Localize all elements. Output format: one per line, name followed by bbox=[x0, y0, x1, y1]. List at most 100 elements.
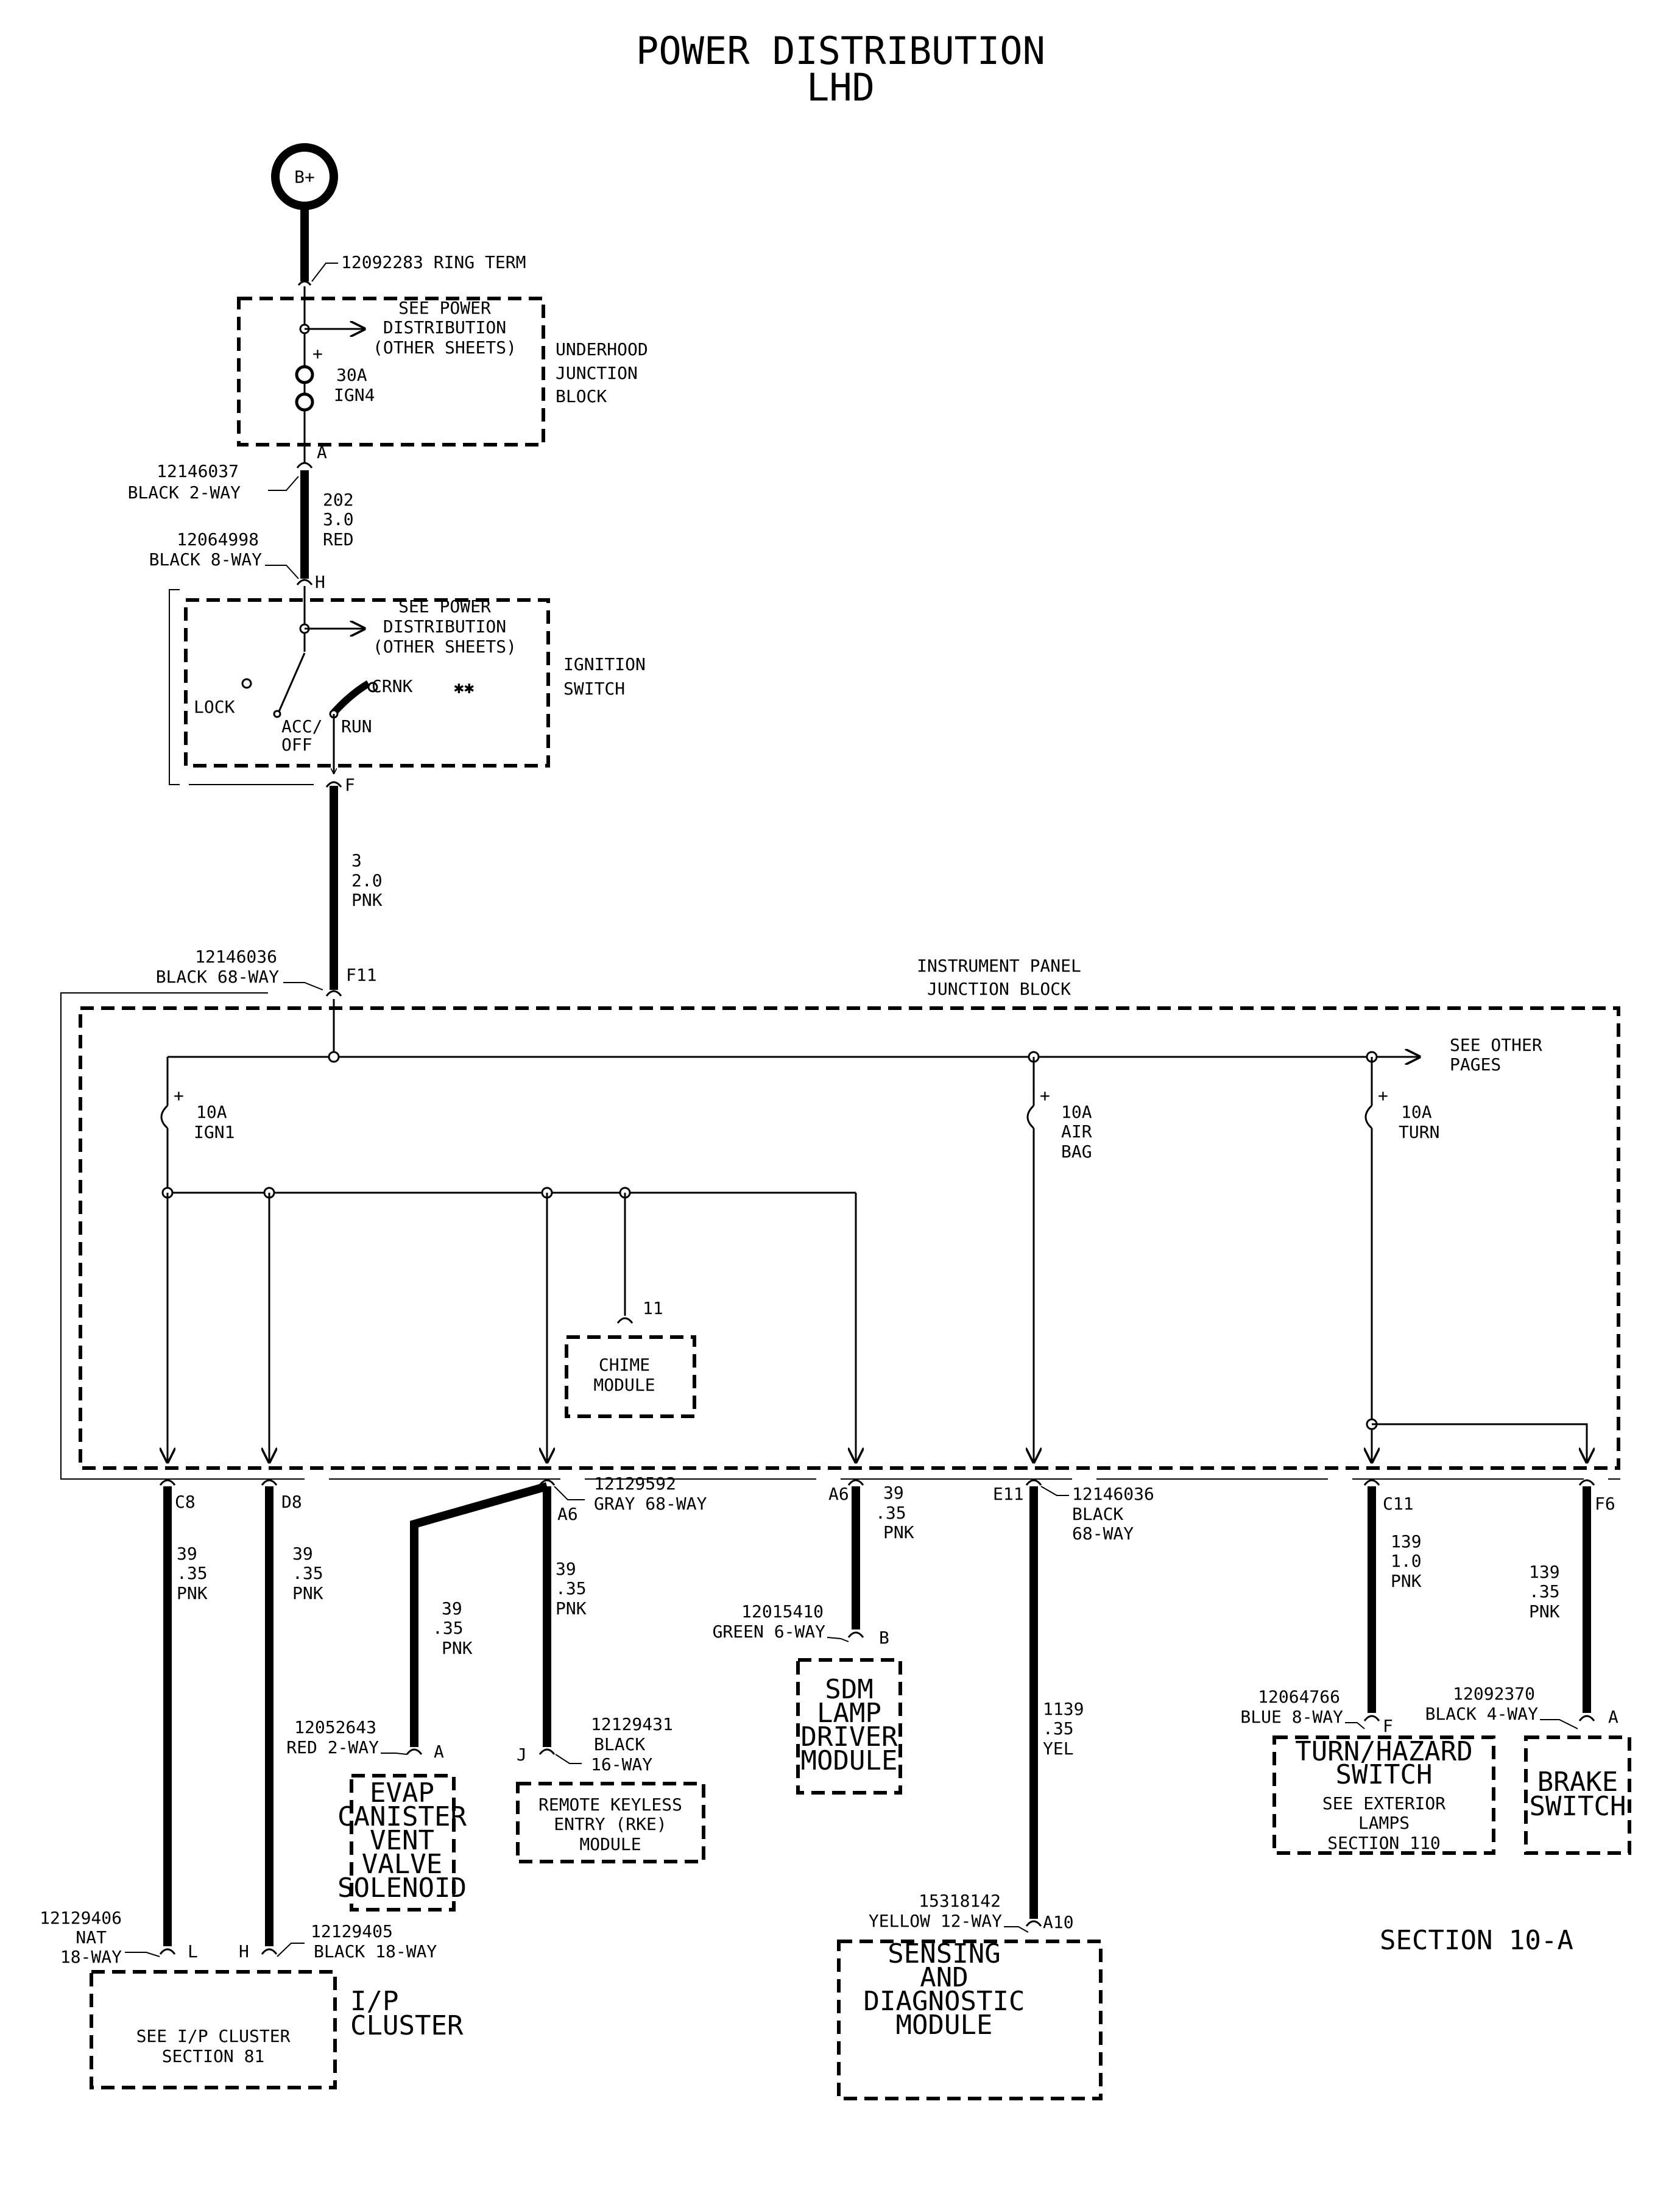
svg-text:39: 39 bbox=[177, 1544, 197, 1564]
ignition-lock: LOCK bbox=[194, 697, 235, 717]
turn-conn-part: 12064766 bbox=[1258, 1687, 1340, 1707]
underhood-see-2: DISTRIBUTION bbox=[383, 317, 506, 337]
ring-term-leader bbox=[311, 263, 338, 282]
rke-name-3: MODULE bbox=[579, 1834, 641, 1854]
cluster-pin-l: L bbox=[188, 1941, 198, 1961]
svg-text:B+: B+ bbox=[294, 167, 315, 187]
pin-mark-d8 bbox=[261, 1479, 278, 1486]
diagram-title: POWER DISTRIBUTION bbox=[636, 29, 1045, 73]
sdm-lamp-name-3: DRIVER bbox=[801, 1721, 898, 1753]
turn-hazard-switch bbox=[1272, 1735, 1495, 1855]
turn-name-5: SECTION 110 bbox=[1327, 1833, 1440, 1853]
wire-turn-label: 139 1.0 PNK bbox=[1391, 1531, 1422, 1591]
lock-contact bbox=[241, 678, 252, 689]
ignition-name-2: SWITCH bbox=[563, 679, 625, 699]
conn-12146036-bot-part: 12146036 bbox=[1072, 1484, 1154, 1504]
cluster-pin-h-mark bbox=[261, 1948, 278, 1955]
underhood-name-2: JUNCTION bbox=[556, 363, 638, 383]
sdm-lamp-conn-leader bbox=[827, 1637, 849, 1642]
pin-mark-a6b bbox=[847, 1479, 864, 1486]
ignition-pin-h-label: H bbox=[315, 572, 325, 592]
svg-text:PNK: PNK bbox=[883, 1522, 914, 1542]
sdm-conn-leader bbox=[1004, 1926, 1029, 1933]
wire-3-color: PNK bbox=[351, 890, 383, 910]
wire-202-circuit: 202 bbox=[323, 490, 354, 510]
cluster-conn-l-desc2: 18-WAY bbox=[60, 1947, 122, 1967]
svg-text:PNK: PNK bbox=[556, 1598, 587, 1619]
underhood-pin-a bbox=[296, 462, 313, 468]
underhood-name-3: BLOCK bbox=[556, 386, 607, 406]
underhood-fuse-name: IGN4 bbox=[334, 385, 375, 405]
cluster-name-2: CLUSTER bbox=[350, 2010, 464, 2041]
sdm-lamp-name-1: SDM bbox=[825, 1674, 873, 1705]
evap-name-1: EVAP bbox=[370, 1778, 434, 1809]
conn-12064998-desc: BLACK 8-WAY bbox=[149, 549, 263, 570]
wire-brake-label: 139 .35 PNK bbox=[1529, 1562, 1560, 1622]
sdm-lamp-pin-mark bbox=[847, 1631, 864, 1638]
chime-name-1: CHIME bbox=[599, 1355, 650, 1375]
sdm-lamp-conn-desc: GREEN 6-WAY bbox=[713, 1622, 826, 1642]
ignition-bracket bbox=[169, 589, 180, 785]
sdm-lamp-name-2: LAMP bbox=[817, 1698, 881, 1729]
sdm-pin-mark bbox=[1025, 1920, 1042, 1927]
remote-keyless-entry-module bbox=[516, 1782, 705, 1863]
ignition-see-2: DISTRIBUTION bbox=[383, 616, 506, 637]
airbag-amp: 10A bbox=[1061, 1102, 1092, 1122]
sdm-conn-part: 15318142 bbox=[919, 1891, 1001, 1911]
svg-text:.35: .35 bbox=[1043, 1718, 1074, 1739]
evap-conn-desc: RED 2-WAY bbox=[286, 1737, 379, 1757]
rke-pin-mark bbox=[538, 1748, 556, 1755]
wire-202-color: RED bbox=[323, 529, 354, 549]
branch-f6 bbox=[1372, 1423, 1587, 1462]
svg-text:.35: .35 bbox=[432, 1618, 464, 1638]
fuse-30a-ign4 bbox=[295, 365, 314, 412]
turn-conn-desc: BLUE 8-WAY bbox=[1240, 1707, 1343, 1727]
cluster-pin-l-mark bbox=[159, 1948, 176, 1955]
ign1-name: IGN1 bbox=[194, 1122, 235, 1142]
brake-conn-leader bbox=[1540, 1719, 1578, 1729]
turn-name-3: SEE EXTERIOR bbox=[1322, 1793, 1445, 1813]
svg-text:139: 139 bbox=[1391, 1531, 1422, 1552]
pin-c11: C11 bbox=[1383, 1494, 1414, 1514]
conn-12146037-leader bbox=[268, 476, 299, 491]
wire-202-size: 3.0 bbox=[323, 509, 354, 529]
cluster-name-1: I/P bbox=[350, 1986, 398, 2017]
evap-name-3: VENT bbox=[370, 1825, 434, 1856]
pin-d8: D8 bbox=[281, 1492, 302, 1512]
evap-name-5: SOLENOID bbox=[337, 1873, 467, 1904]
cluster-conn-h-leader bbox=[277, 1943, 305, 1957]
conn-12146037-part: 12146037 bbox=[157, 461, 239, 481]
wire-evap-label: 39 .35 PNK bbox=[432, 1598, 473, 1658]
conn-12129592-desc: GRAY 68-WAY bbox=[594, 1494, 707, 1514]
pin-mark-e11 bbox=[1025, 1479, 1042, 1486]
sdm-conn-desc: YELLOW 12-WAY bbox=[869, 1911, 1002, 1931]
conn-12064998-part: 12064998 bbox=[177, 529, 259, 549]
evap-pin-mark bbox=[406, 1748, 423, 1755]
turn-name-1: TURN/HAZARD bbox=[1295, 1736, 1472, 1767]
turn-amp: 10A bbox=[1401, 1102, 1432, 1122]
turn-name: TURN bbox=[1399, 1122, 1439, 1142]
rke-conn-part: 12129431 bbox=[591, 1714, 673, 1734]
conn-12129592-leader bbox=[554, 1486, 585, 1500]
underhood-see-1: SEE POWER bbox=[398, 298, 491, 318]
pin-mark-c11 bbox=[1363, 1479, 1380, 1486]
svg-text:.35: .35 bbox=[1529, 1581, 1560, 1601]
ring-term-label: 12092283 RING TERM bbox=[341, 252, 526, 272]
airbag-plus: + bbox=[1040, 1086, 1050, 1106]
svg-text:1139: 1139 bbox=[1043, 1699, 1084, 1719]
sdm-lamp-driver-module bbox=[796, 1658, 902, 1795]
svg-text:39: 39 bbox=[292, 1544, 313, 1564]
ipjb-see-other-1: SEE OTHER bbox=[1450, 1035, 1542, 1055]
crank-contact bbox=[331, 680, 371, 716]
cluster-pin-h: H bbox=[239, 1941, 249, 1961]
pin-a6: A6 bbox=[557, 1504, 578, 1524]
svg-text:.35: .35 bbox=[177, 1563, 208, 1583]
crank-terminal bbox=[367, 682, 378, 693]
ipjb-name-1: INSTRUMENT PANEL bbox=[917, 956, 1081, 976]
sdm-pin: A10 bbox=[1043, 1912, 1074, 1932]
turn-pin: F bbox=[1383, 1716, 1393, 1736]
svg-text:.35: .35 bbox=[556, 1578, 587, 1598]
pin-a6b: A6 bbox=[828, 1484, 849, 1504]
conn-12146036-bot-desc1: BLACK bbox=[1072, 1504, 1123, 1524]
ignition-see-3: (OTHER SHEETS) bbox=[373, 637, 517, 657]
